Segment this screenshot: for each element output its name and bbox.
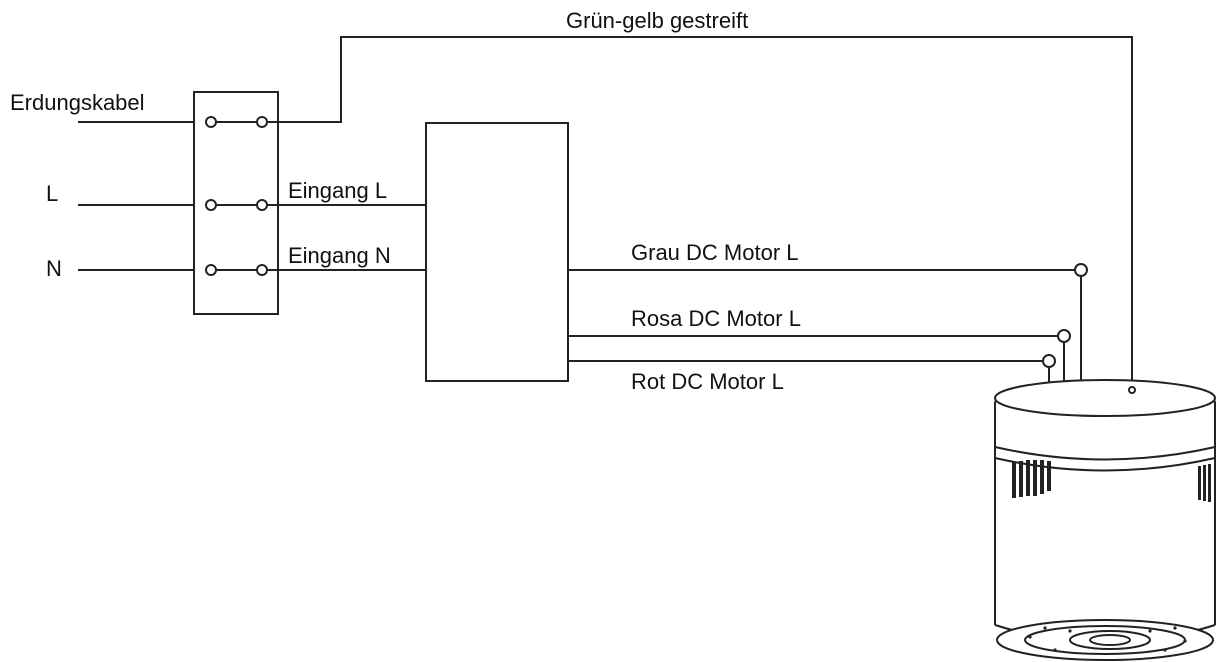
grey-motor-wire <box>568 263 1088 383</box>
pink-motor-wire <box>568 329 1071 383</box>
motor-unit <box>994 379 1216 661</box>
terminal-row-line <box>205 199 268 211</box>
controller-box <box>425 122 569 382</box>
red-wire-label: Rot DC Motor L <box>631 369 784 394</box>
ground-stripe-wire <box>267 36 1133 383</box>
input-n-label: Eingang N <box>288 243 391 268</box>
vent-slots-left <box>1012 460 1051 498</box>
grey-wire-label: Grau DC Motor L <box>631 240 799 265</box>
line-input-label: L <box>46 181 58 206</box>
terminal-row-neutral <box>205 264 268 276</box>
input-l-label: Eingang L <box>288 178 387 203</box>
vent-slots-right <box>1198 464 1211 502</box>
pink-wire-label: Rosa DC Motor L <box>631 306 801 331</box>
neutral-input-label: N <box>46 256 62 281</box>
ground-stripe-label: Grün-gelb gestreift <box>566 8 748 33</box>
red-motor-wire <box>568 354 1056 383</box>
ground-cable-label: Erdungskabel <box>10 90 145 115</box>
flange-holes <box>1028 626 1187 652</box>
